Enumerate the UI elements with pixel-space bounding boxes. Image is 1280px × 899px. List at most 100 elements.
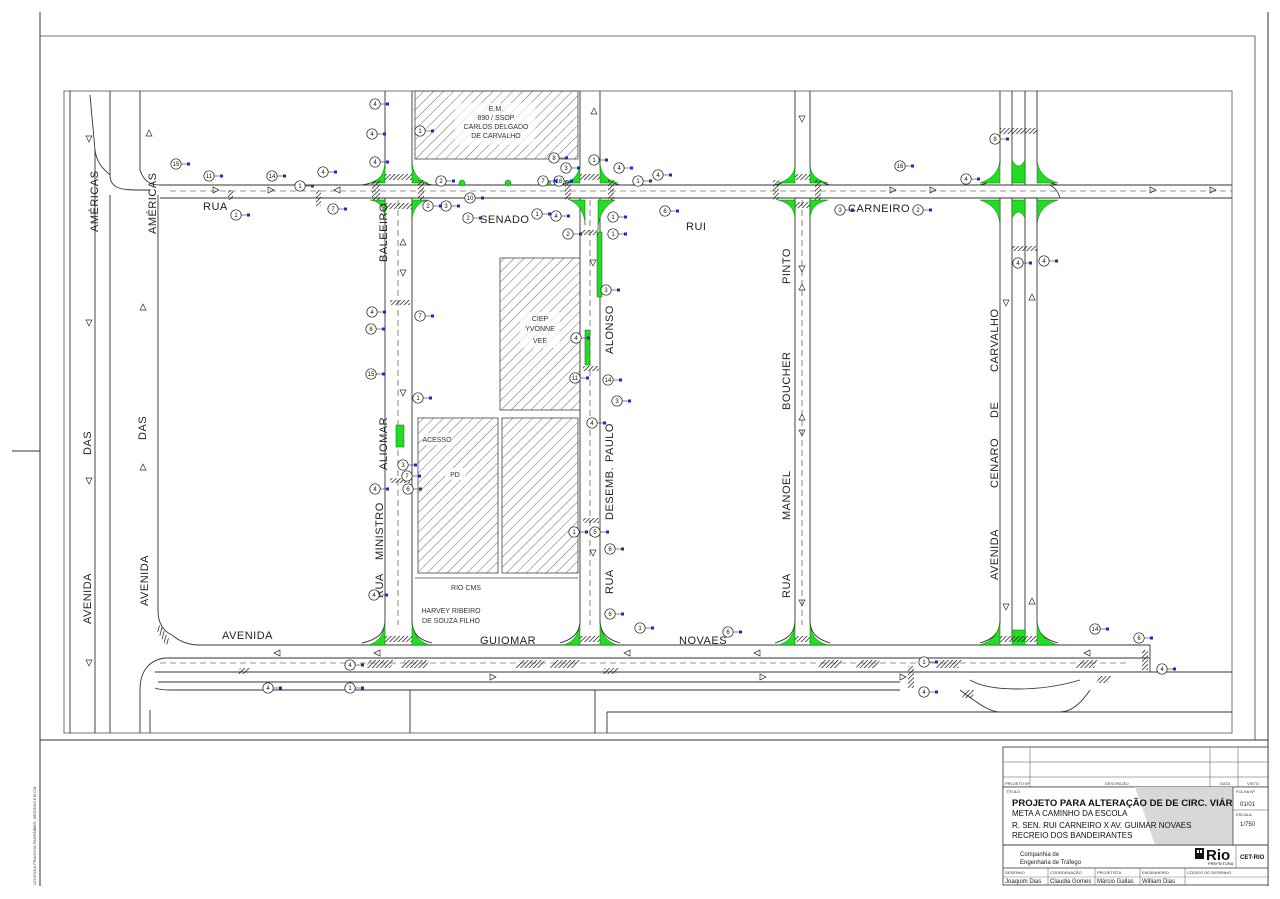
sign-marker: 1 xyxy=(634,622,654,634)
sign-marker: 6 xyxy=(659,205,679,217)
sign-marker: 4 xyxy=(369,156,389,168)
sign-marker: 2 xyxy=(912,204,932,216)
label-carneiro: CARNEIRO xyxy=(848,203,910,215)
sign-post-icon xyxy=(383,310,386,314)
sign-number: 4 xyxy=(373,160,377,166)
sign-marker: 4 xyxy=(613,162,633,174)
label-de: DE xyxy=(989,402,1001,418)
sign-marker: 4 xyxy=(366,306,386,318)
sign-marker: 2 xyxy=(435,175,455,187)
label-das-2: DAS xyxy=(137,416,149,440)
sign-marker: 4 xyxy=(570,332,590,344)
sign-post-icon xyxy=(382,327,385,331)
sign-marker: 16 xyxy=(894,160,914,172)
sign-post-icon xyxy=(344,207,347,211)
sign-post-icon xyxy=(334,170,337,174)
sign-marker: 4 xyxy=(960,173,980,185)
label-ministro: MINISTRO xyxy=(374,502,386,560)
sign-post-icon xyxy=(911,164,914,168)
sign-number: 1 xyxy=(348,686,352,692)
sign-marker: 6 xyxy=(402,483,422,495)
label-rui: RUI xyxy=(686,221,706,233)
sign-marker: 4 xyxy=(368,589,388,601)
harvey-label-2: DE SOUZA FILHO xyxy=(422,618,481,625)
tb-header-descricao: DESCRIÇÃO xyxy=(1105,781,1129,786)
sign-post-icon xyxy=(1150,636,1153,640)
sign-post-icon xyxy=(605,158,608,162)
sign-post-icon xyxy=(606,530,609,534)
tb-footer-label-2: PROJETISTA xyxy=(1097,870,1122,875)
sign-post-icon xyxy=(418,474,421,478)
sign-number: 8 xyxy=(369,327,373,333)
label-desemb: DESEMB. xyxy=(604,467,616,520)
sign-marker: 4 xyxy=(262,682,282,694)
sign-marker: 6 xyxy=(722,626,742,638)
label-novaes: NOVAES xyxy=(679,635,727,647)
green-islands xyxy=(367,157,1059,646)
sign-post-icon xyxy=(431,129,434,133)
sign-number: 4 xyxy=(922,690,926,696)
sign-marker: 1 xyxy=(607,211,627,223)
sign-post-icon xyxy=(587,336,590,340)
sign-number: 3 xyxy=(401,463,405,469)
sign-marker: 3 xyxy=(560,162,580,174)
sign-number: 1 xyxy=(611,215,615,221)
building-ciep: CIEP YVONNE VEE xyxy=(499,257,581,411)
sign-post-icon xyxy=(431,314,434,318)
label-rua-desemb: RUA xyxy=(604,569,616,594)
sign-marker: 1 xyxy=(607,228,627,240)
sign-number: 2 xyxy=(439,179,443,185)
sign-post-icon xyxy=(452,179,455,183)
sign-number: 4 xyxy=(1160,667,1164,673)
sign-post-icon xyxy=(1029,261,1032,265)
label-guiomar: GUIOMAR xyxy=(480,635,536,647)
sign-post-icon xyxy=(628,399,631,403)
tb-footer-value-1: Claudia Gomes xyxy=(1050,879,1091,885)
crosswalks xyxy=(155,128,1148,698)
sign-marker: 4 xyxy=(1156,663,1176,675)
sign-marker: 8 xyxy=(365,323,385,335)
svg-text:LEGENDA PRANCHA PADRÃO: LEGENDA PRANCHA PADRÃO xyxy=(32,828,37,885)
ciep-label-1: CIEP xyxy=(532,316,549,323)
tb-title-line4: RECREIO DOS BANDEIRANTES xyxy=(1012,831,1132,840)
sign-number: 4 xyxy=(370,132,374,138)
sign-number: 4 xyxy=(1042,259,1046,265)
label-manoel: MANOEL xyxy=(781,471,793,520)
sign-number: 4 xyxy=(590,421,594,427)
sign-post-icon xyxy=(1106,627,1109,631)
sheet-frame xyxy=(12,12,1269,886)
tb-title-line2: META A CAMINHO DA ESCOLA xyxy=(1012,809,1128,818)
tb-header-projeto: PROJETO Nº xyxy=(1005,781,1030,786)
tb-logo-sub: PREFEITURA xyxy=(1208,861,1234,866)
sign-marker: 1 xyxy=(230,209,250,221)
sign-number: 15 xyxy=(173,162,180,168)
sign-post-icon xyxy=(554,179,557,183)
sign-marker: 11 xyxy=(203,170,223,182)
sign-post-icon xyxy=(386,487,389,491)
sign-post-icon xyxy=(624,232,627,236)
sign-number: 2 xyxy=(466,216,470,222)
sign-marker: 2 xyxy=(562,228,582,240)
sign-marker: 4 xyxy=(369,98,389,110)
sign-marker: 4 xyxy=(369,483,389,495)
sign-number: 2 xyxy=(566,232,570,238)
tb-company-line1: Companhia de xyxy=(1020,852,1060,858)
sign-marker: 4 xyxy=(586,417,606,429)
sign-post-icon xyxy=(361,686,364,690)
street-labels: AMÉRICAS AMÉRICAS DAS DAS AVENIDA AVENID… xyxy=(82,171,1001,647)
label-senado: SENADO xyxy=(480,214,529,226)
sign-post-icon xyxy=(457,204,460,208)
sign-number: 7 xyxy=(331,207,335,213)
sign-number: 1 xyxy=(922,660,926,666)
sign-number: 11 xyxy=(572,376,579,382)
sign-number: 4 xyxy=(656,173,660,179)
sign-number: 8 xyxy=(993,137,997,143)
sign-number: 3 xyxy=(838,208,842,214)
sign-post-icon xyxy=(419,487,422,491)
sign-number: 6 xyxy=(726,630,730,636)
direction-arrows xyxy=(85,107,1217,681)
sign-marker: 8 xyxy=(548,152,568,164)
tb-escala-label: ESCALA xyxy=(1236,812,1252,817)
sign-number: 6 xyxy=(608,612,612,618)
